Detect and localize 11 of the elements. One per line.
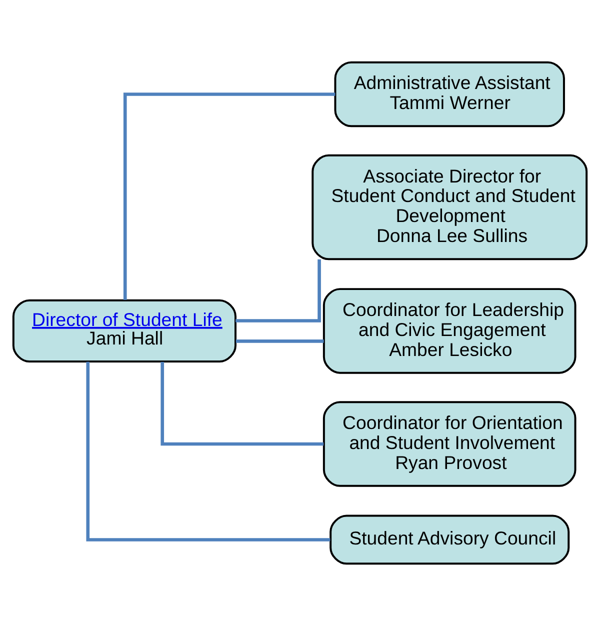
connector bbox=[123, 92, 336, 300]
connector bbox=[236, 339, 324, 342]
connector bbox=[160, 361, 324, 446]
connector bbox=[86, 361, 330, 541]
node-box: Associate Director for Student Conduct and Student Development Donna Lee Sullins bbox=[312, 154, 588, 260]
node-box: Director of Student Life Jami Hall bbox=[12, 298, 236, 362]
node-box: Student Advisory Council bbox=[330, 514, 570, 564]
node-box: Administrative Assistant Tammi Werner bbox=[334, 60, 565, 127]
node-box: Coordinator for Orientation and Student Involvement Ryan Provost bbox=[322, 400, 576, 486]
node-box: Coordinator for Leadership and Civic Engagement Amber Lesicko bbox=[322, 288, 576, 374]
connector bbox=[236, 258, 321, 322]
